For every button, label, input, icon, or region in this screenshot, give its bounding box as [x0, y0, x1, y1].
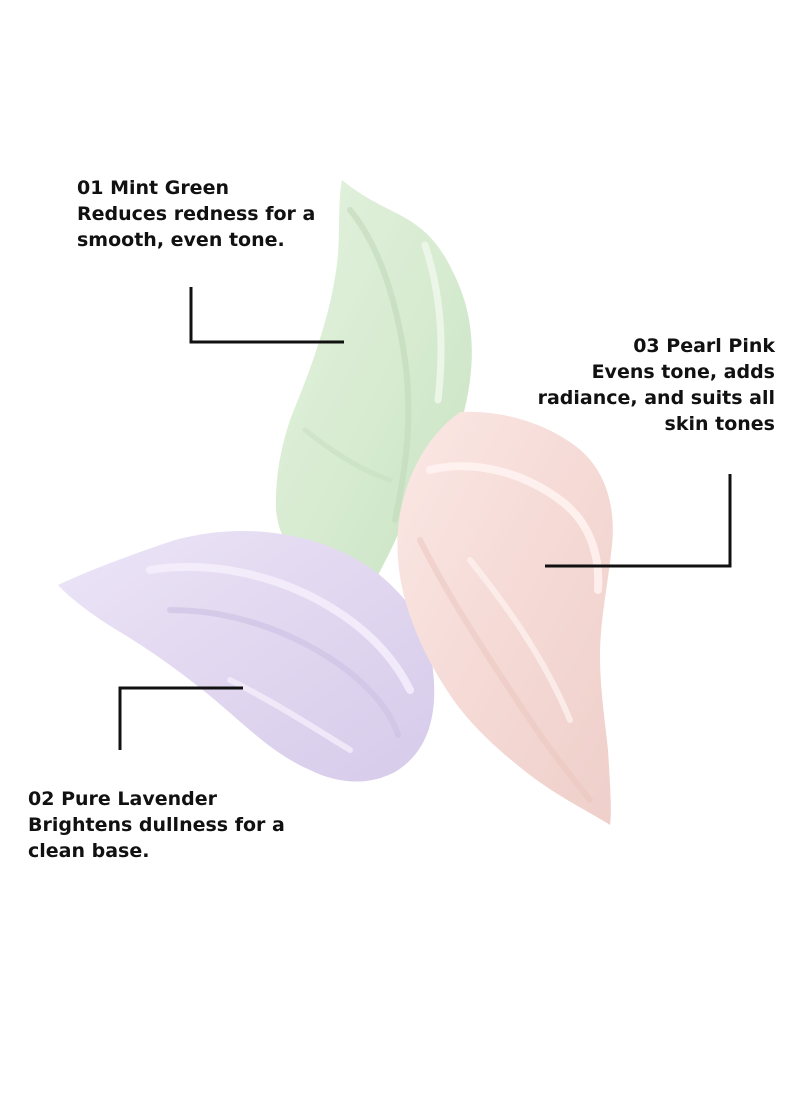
shade-label-mint-green: 01 Mint Green Reduces redness for a smoo…: [77, 175, 315, 253]
shade-description-line: smooth, even tone.: [77, 229, 285, 251]
shade-description-line: radiance, and suits all: [537, 387, 775, 409]
shade-label-pure-lavender: 02 Pure Lavender Brightens dullness for …: [28, 786, 285, 864]
shade-description-line: clean base.: [28, 840, 150, 862]
shade-description-line: skin tones: [664, 413, 775, 435]
shade-name: Pure Lavender: [61, 788, 217, 810]
shade-name: Pearl Pink: [666, 335, 775, 357]
shade-name: Mint Green: [110, 177, 229, 199]
shade-number: 03: [633, 335, 660, 357]
pure-lavender-swatch: [58, 531, 435, 782]
shade-number: 01: [77, 177, 104, 199]
shade-description-line: Evens tone, adds: [591, 361, 775, 383]
leader-line-03: [545, 474, 732, 568]
shade-description-line: Brightens dullness for a: [28, 814, 285, 836]
leader-line-01: [189, 287, 344, 344]
leader-line-02: [118, 686, 243, 750]
pearl-pink-swatch: [397, 411, 613, 825]
shade-number: 02: [28, 788, 55, 810]
shade-description-line: Reduces redness for a: [77, 203, 316, 225]
shade-label-pearl-pink: 03 Pearl Pink Evens tone, adds radiance,…: [538, 333, 775, 437]
